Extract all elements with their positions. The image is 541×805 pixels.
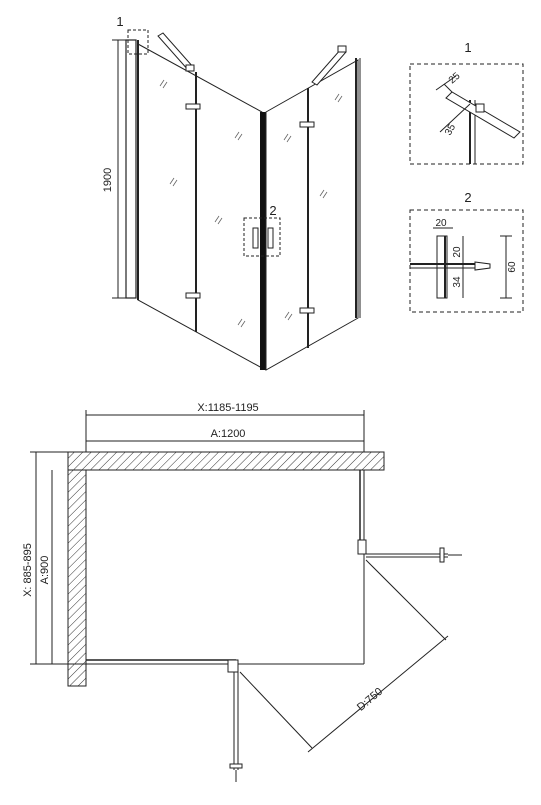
detail-1-title: 1 bbox=[464, 40, 471, 55]
plan-view bbox=[30, 410, 462, 782]
detail-2-dim-mid: 20 bbox=[452, 246, 463, 258]
detail-1-view bbox=[409, 63, 524, 165]
detail-1-dim-b: 35 bbox=[443, 122, 458, 138]
detail-2-title: 2 bbox=[464, 190, 471, 205]
detail-2-dim-top: 20 bbox=[435, 218, 447, 229]
plan-a-width-label: A:1200 bbox=[211, 428, 246, 440]
detail-2-dim-bottom: 34 bbox=[452, 276, 463, 288]
elevation-view bbox=[112, 29, 361, 371]
plan-door-dim-label: D:750 bbox=[355, 686, 385, 714]
detail-1-dim-a: 25 bbox=[447, 70, 463, 86]
plan-a-depth-label: A:900 bbox=[39, 556, 51, 585]
callout-2-label: 2 bbox=[269, 203, 276, 218]
height-dimension-label: 1900 bbox=[102, 168, 114, 192]
plan-x-depth-label: X: 885-895 bbox=[22, 543, 34, 597]
detail-2-view bbox=[409, 209, 524, 313]
callout-1-label: 1 bbox=[116, 14, 123, 29]
detail-2-dim-side: 60 bbox=[507, 261, 518, 273]
plan-x-width-label: X:1185-1195 bbox=[197, 402, 258, 414]
